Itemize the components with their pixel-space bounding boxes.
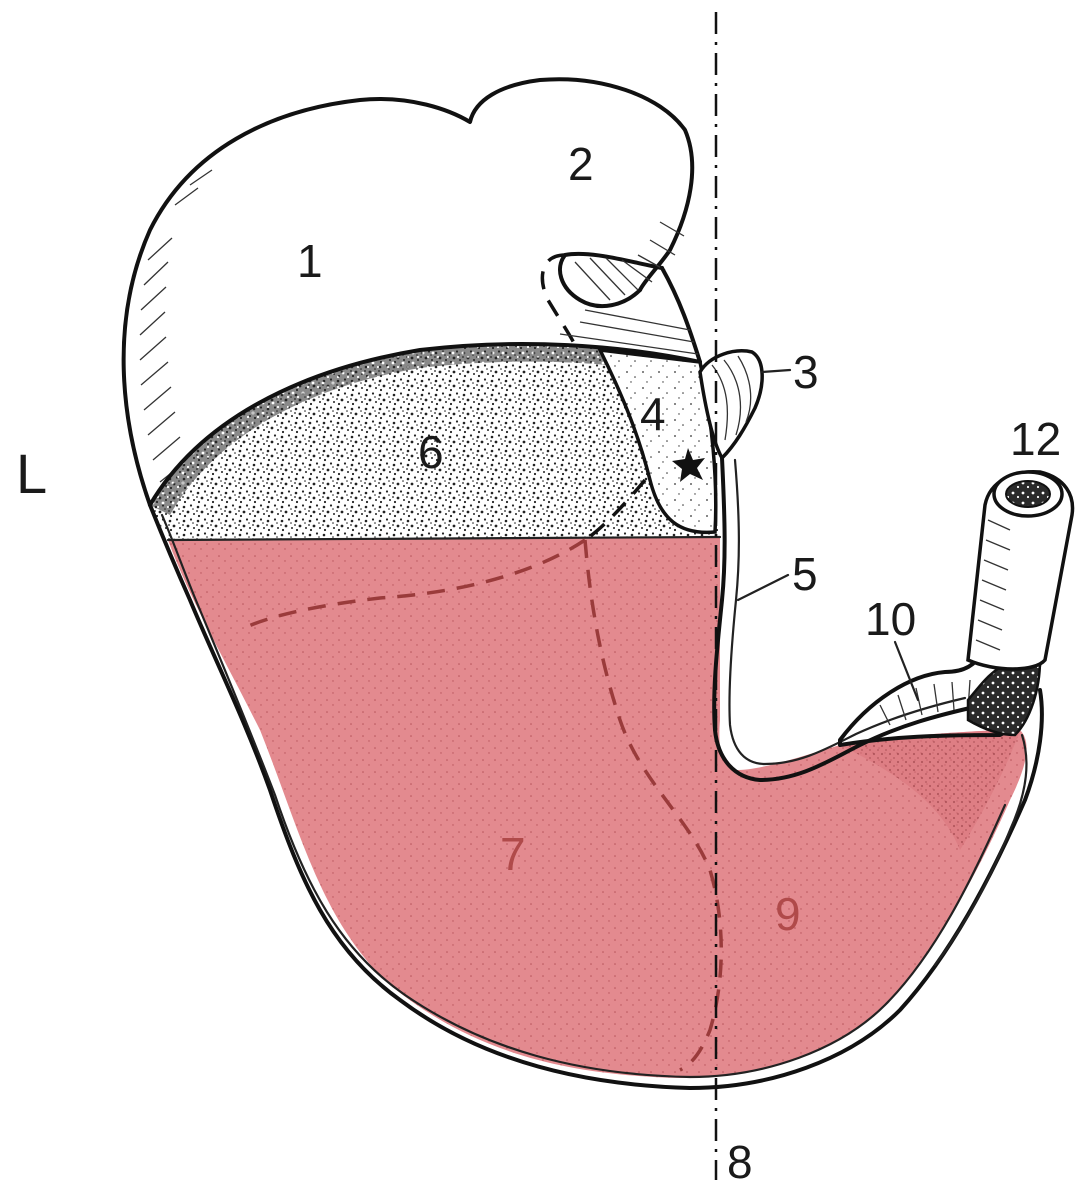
fundus-hatching bbox=[140, 170, 212, 482]
label-3: 3 bbox=[793, 346, 819, 398]
label-6: 6 bbox=[418, 426, 444, 478]
label-10: 10 bbox=[865, 593, 916, 645]
leader-lines bbox=[738, 370, 918, 700]
duodenum-lumen-inner bbox=[1006, 481, 1050, 507]
label-9: 9 bbox=[775, 888, 801, 940]
label-4: 4 bbox=[640, 388, 666, 440]
label-12: 12 bbox=[1010, 413, 1061, 465]
label-7: 7 bbox=[500, 828, 526, 880]
label-1: 1 bbox=[297, 235, 323, 287]
label-8: 8 bbox=[727, 1136, 753, 1184]
pylorus-dark bbox=[968, 659, 1040, 735]
label-2: 2 bbox=[568, 138, 594, 190]
label-5: 5 bbox=[792, 548, 818, 600]
side-label-L: L bbox=[16, 442, 47, 505]
